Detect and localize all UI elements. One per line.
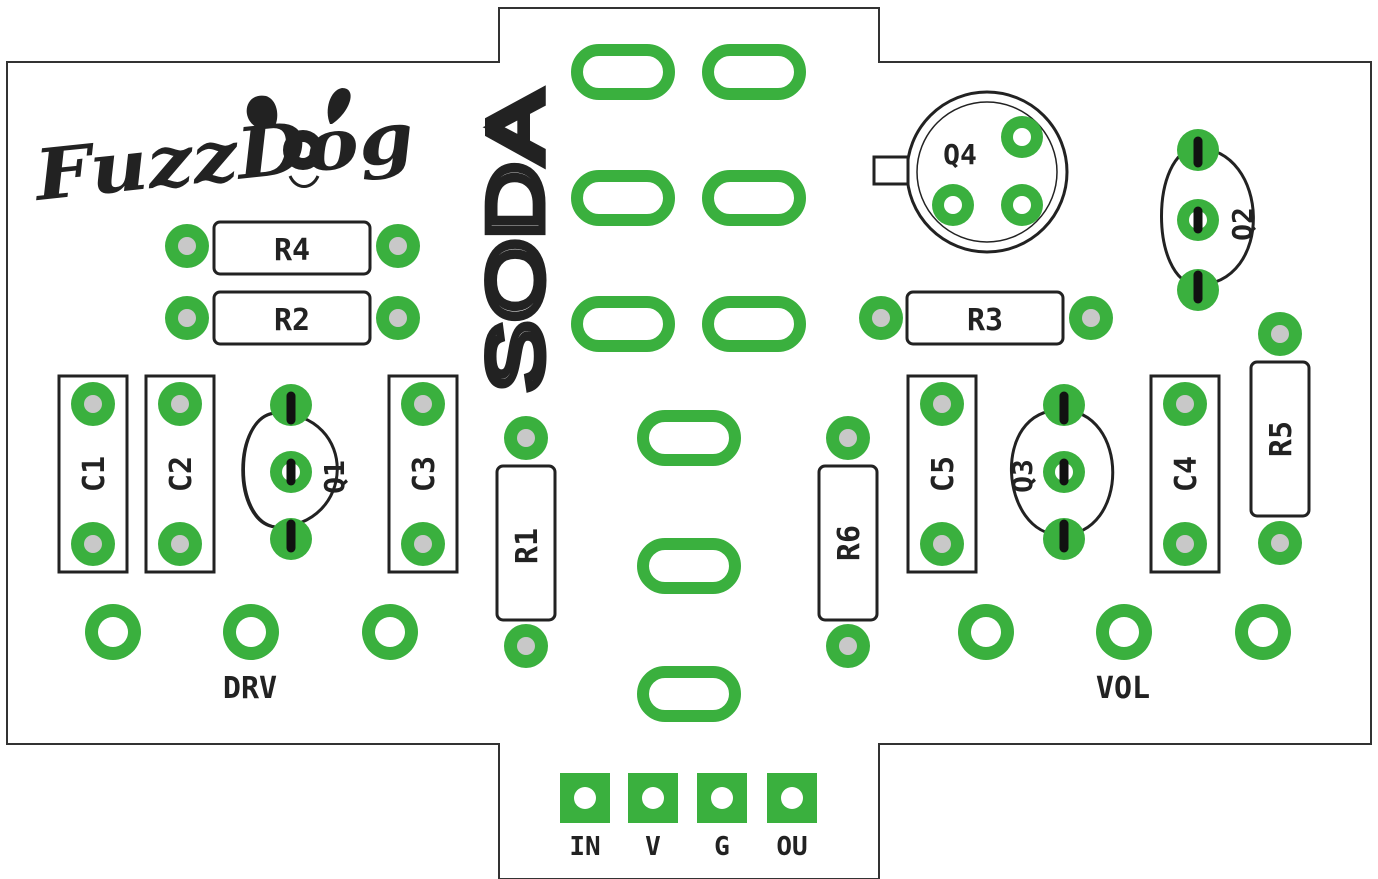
label-c5: C5 bbox=[926, 456, 961, 492]
label-q2: Q2 bbox=[1226, 207, 1259, 241]
label-c4: C4 bbox=[1169, 456, 1204, 492]
switch-pad bbox=[637, 538, 741, 594]
label-r6: R6 bbox=[832, 525, 867, 561]
label-q3: Q3 bbox=[1006, 459, 1039, 493]
connector-label-out: OU bbox=[776, 832, 807, 862]
resistor-r4: R4 bbox=[212, 220, 372, 276]
connector-header: IN V G OU bbox=[560, 773, 817, 862]
switch-pad bbox=[571, 296, 675, 352]
connector-label-v: V bbox=[645, 832, 661, 862]
switch-pad bbox=[637, 410, 741, 466]
switch-pad bbox=[637, 666, 741, 722]
pot-pads bbox=[85, 604, 1291, 660]
connector-label-in: IN bbox=[569, 832, 600, 862]
switch-pad bbox=[702, 170, 806, 226]
transistor-q4: Q4 bbox=[872, 90, 1069, 254]
resistor-r5: R5 bbox=[1249, 360, 1311, 518]
label-r1: R1 bbox=[510, 528, 545, 564]
connector-label-g: G bbox=[714, 832, 730, 862]
project-title: SODA bbox=[471, 92, 559, 392]
footswitch-pads bbox=[571, 44, 806, 722]
resistor-r2: R2 bbox=[212, 290, 372, 346]
resistor-r1: R1 bbox=[495, 464, 557, 622]
label-r2: R2 bbox=[274, 303, 310, 338]
label-q4: Q4 bbox=[943, 138, 977, 171]
switch-pad bbox=[571, 170, 675, 226]
label-q1: Q1 bbox=[318, 460, 351, 494]
resistor-r6: R6 bbox=[817, 464, 879, 622]
pot-label-drive: DRV bbox=[223, 671, 277, 706]
switch-pad bbox=[702, 44, 806, 100]
pot-label-volume: VOL bbox=[1096, 671, 1150, 706]
component-pads bbox=[71, 224, 1302, 668]
label-c1: C1 bbox=[77, 456, 112, 492]
resistor-r3: R3 bbox=[905, 290, 1065, 346]
label-c2: C2 bbox=[164, 456, 199, 492]
switch-pad bbox=[702, 296, 806, 352]
dog-head-icon bbox=[246, 88, 351, 188]
label-r5: R5 bbox=[1264, 421, 1299, 457]
switch-pad bbox=[571, 44, 675, 100]
transistor-pads bbox=[270, 116, 1219, 560]
label-r4: R4 bbox=[274, 233, 310, 268]
label-r3: R3 bbox=[967, 303, 1003, 338]
label-c3: C3 bbox=[407, 456, 442, 492]
